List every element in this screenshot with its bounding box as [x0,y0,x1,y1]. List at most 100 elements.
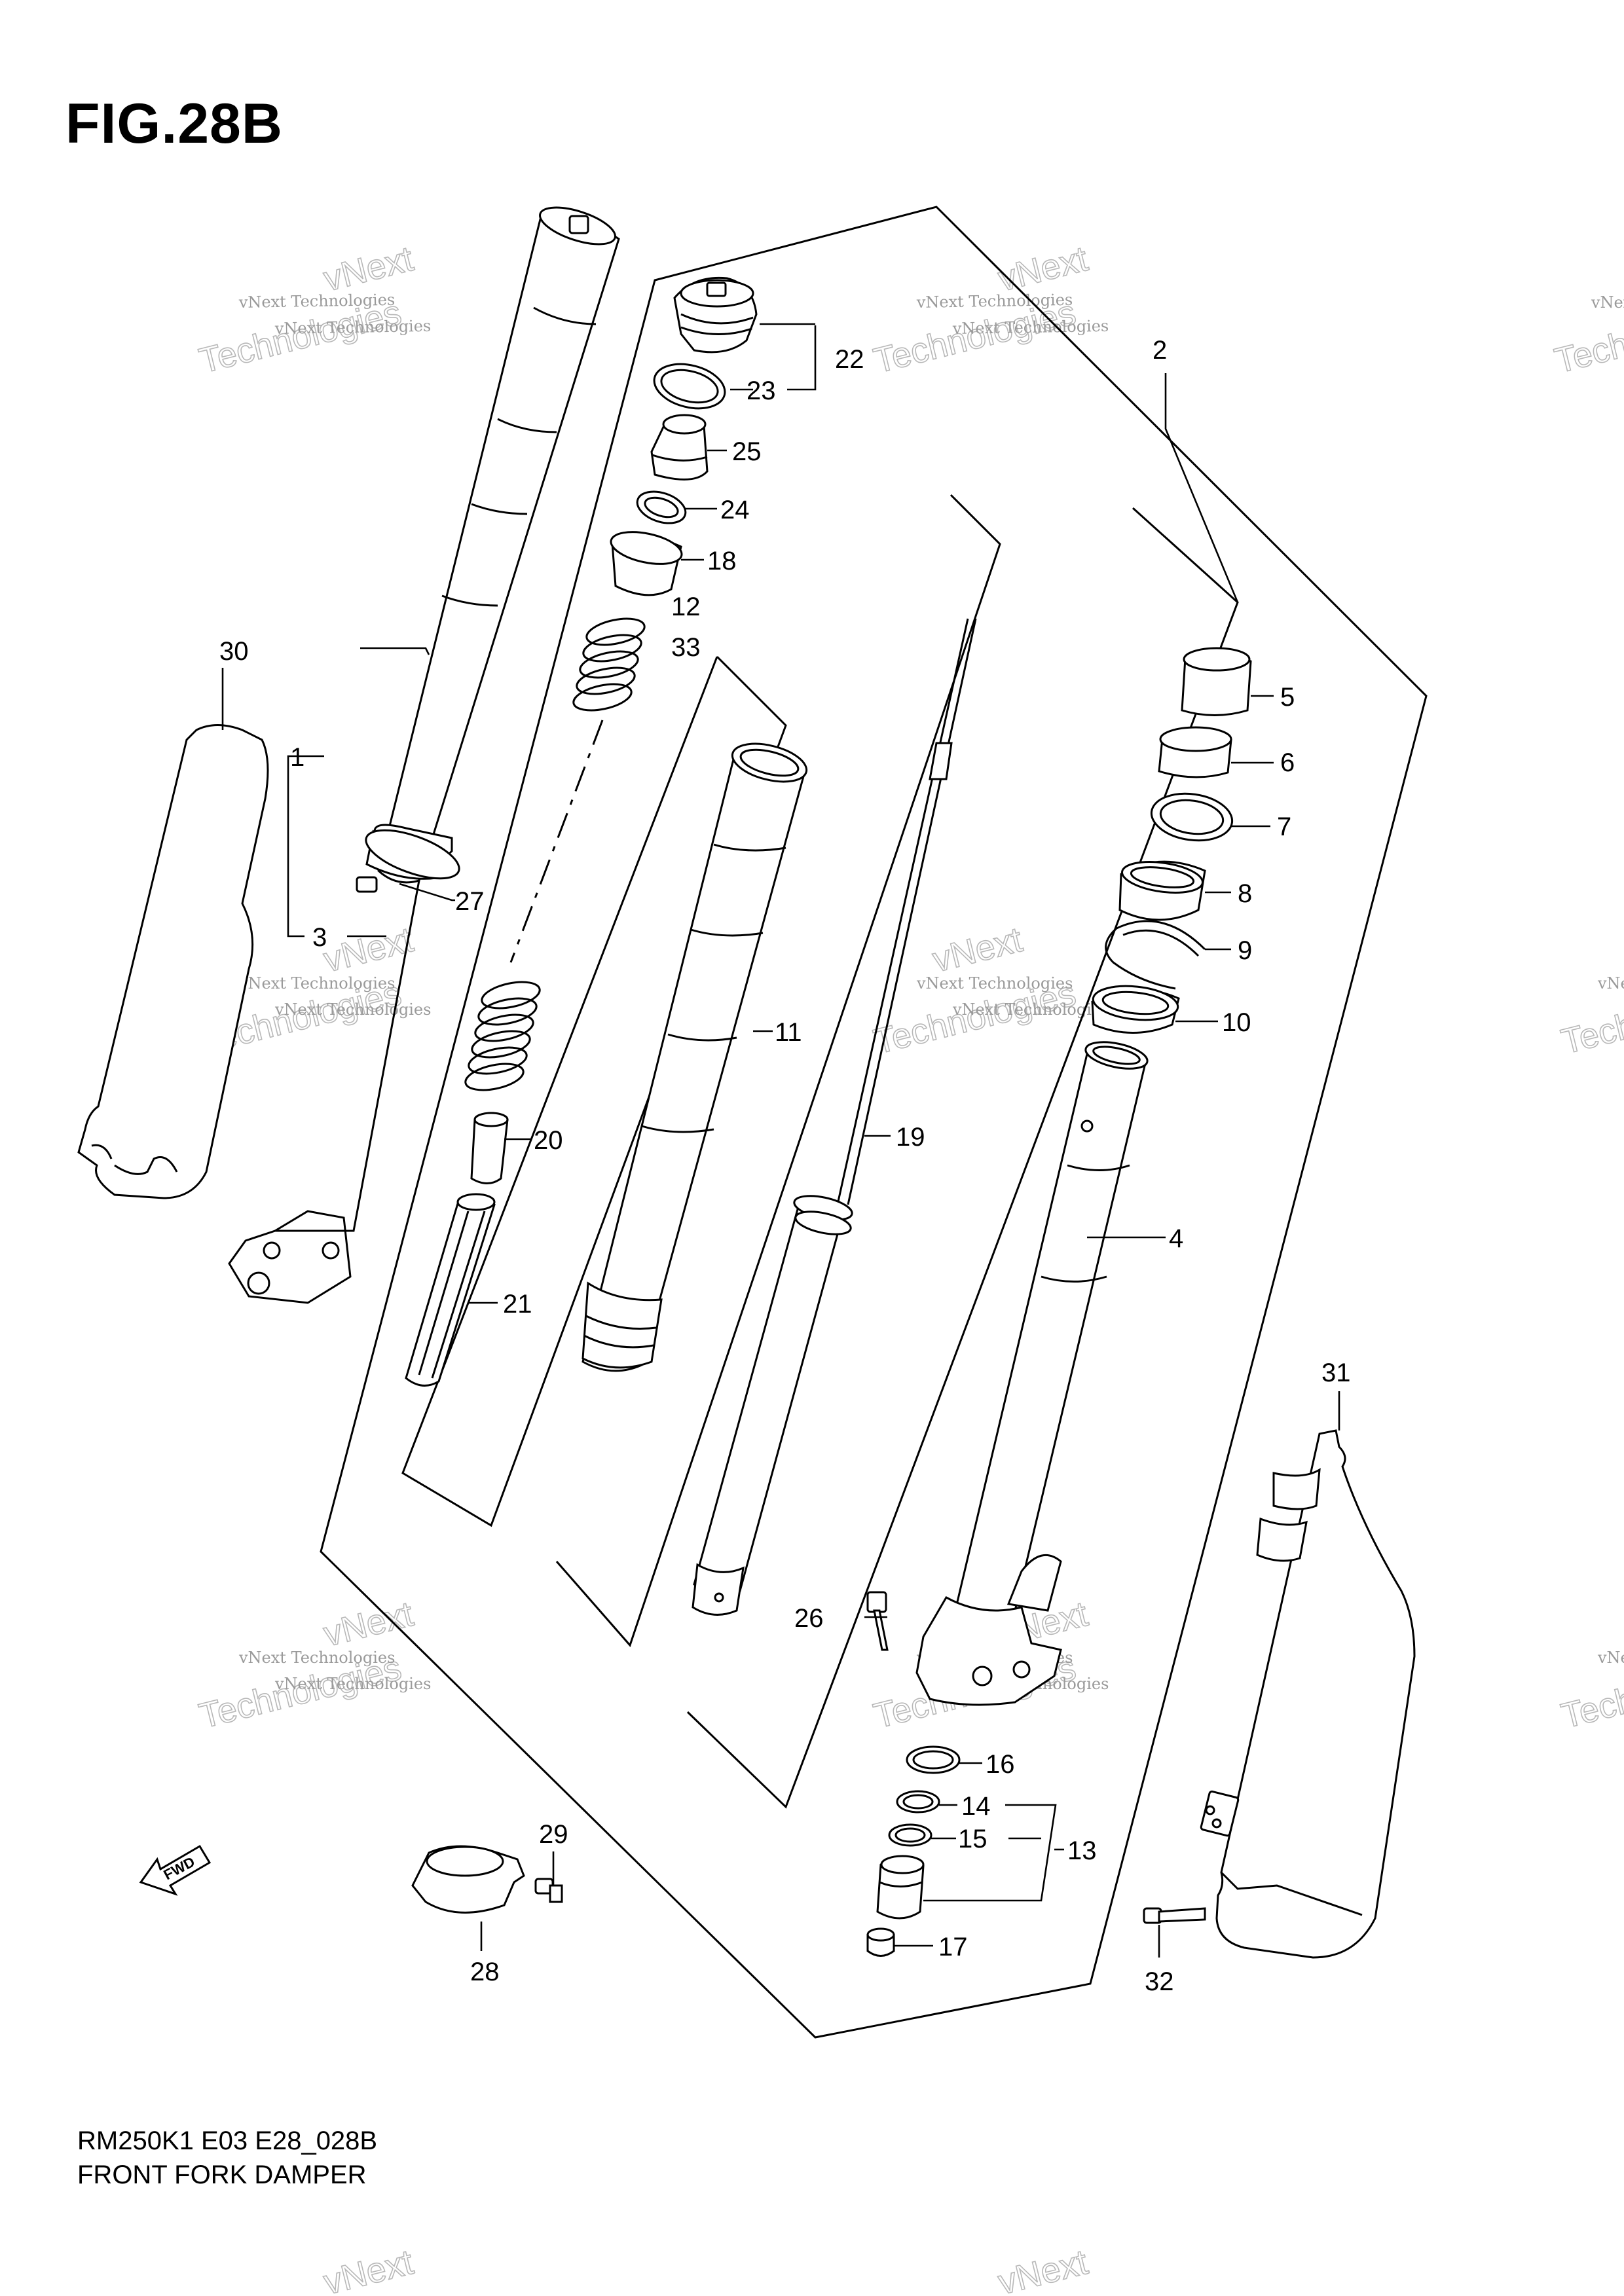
callout-29: 29 [539,1820,568,1849]
watermark-corner-text: vNext [994,239,1091,299]
callout-12: 12 [671,592,701,621]
watermark-small-text: vNext Technologies [274,317,432,338]
watermark-mid-right: Technologies vNext [1557,973,1624,1062]
callout-25: 25 [732,437,762,466]
part-27-clamp [356,829,460,893]
callout-11: 11 [775,1018,802,1047]
part-30-fork-guard-left [77,724,269,1199]
watermark-top-left: Technologies vNext vNext Technologies vN… [195,238,432,381]
watermark-small-text: vNext Technologies [916,974,1073,993]
part-19-damper-rod [692,618,977,1616]
watermark-small-text: vNext Technologies [274,1675,431,1693]
callout-9: 9 [1238,936,1252,965]
callout-28: 28 [470,1958,500,1986]
part-5-bushing [1181,647,1252,716]
callout-33: 33 [671,633,701,662]
brake-caliper-lug [1006,1554,1062,1612]
fork-cap-nut [568,215,589,234]
watermark-corner-text: vNext [994,2242,1091,2296]
callout-24: 24 [720,496,750,524]
part-26-bolt [866,1591,889,1651]
callout-4: 4 [1169,1224,1183,1253]
figure-name: FRONT FORK DAMPER [77,2160,367,2189]
part-21-guide [405,1193,496,1387]
assembly-outline [320,206,1428,2039]
part-13-base-valve [876,1855,925,1920]
watermark-small-text: vNext Technologies [916,291,1073,312]
part-16-o-ring [906,1745,961,1774]
callout-21: 21 [503,1290,532,1319]
watermark-low-left: Technologies vNext vNext Technologies vN… [195,1594,432,1736]
watermark-small-text: vNext Technologies [238,291,396,312]
watermark-layer: Technologies vNext vNext Technologies vN… [195,238,1624,2296]
callout-19: 19 [896,1123,925,1152]
callout-23: 23 [747,376,776,405]
watermark-low-right: Technologies vNext [1557,1647,1624,1736]
part-17-cap-bolt [866,1927,895,1957]
spring-centerline [509,720,604,963]
part-33-spring-top [572,617,646,712]
callout-16: 16 [986,1750,1015,1779]
callout-20: 20 [534,1126,563,1155]
spring-group-outline [401,655,787,1527]
part-9-stopper-ring [1105,920,1206,990]
callout-32: 32 [1145,1967,1174,1996]
callout-18: 18 [707,547,737,575]
callout-31: 31 [1321,1358,1351,1387]
watermark-small-text: vNext Technologies [238,974,395,993]
callout-15: 15 [958,1825,987,1853]
callout-7: 7 [1277,812,1291,841]
watermark-corner-text: vNext [320,2242,416,2296]
part-20-spacer [470,1112,509,1184]
watermark-top-right: Technologies vNext [1551,292,1624,381]
callout-5: 5 [1280,683,1295,712]
callout-6: 6 [1280,748,1295,777]
watermark-corner-text: vNext [1597,974,1624,993]
callout-26: 26 [794,1604,824,1633]
outer-tube-group-outline [686,507,1239,1809]
part-4-outer-tube [915,1041,1149,1706]
cartridge-group-outline [555,494,1001,1647]
callout-27: 27 [455,887,485,916]
part-10-dust-seal [1091,985,1180,1034]
figure-code: RM250K1 E03 E28_028B [77,2126,378,2155]
part-15-washer [888,1823,932,1847]
part-22-top-cap [673,276,758,354]
fwd-direction-arrow[interactable]: FWD [139,1844,212,1896]
part-28-clamp [411,1845,525,1914]
callout-10: 10 [1222,1008,1251,1037]
callout-14: 14 [961,1792,991,1821]
watermark-small-text: vNext Technologies [238,1649,395,1667]
figure-title: FIG.28B [65,92,283,155]
part-8-oil-seal [1118,860,1206,921]
part-25-stopper [650,414,709,481]
part-23-o-ring [653,363,726,410]
callout-8: 8 [1238,879,1252,908]
watermark-corner-text: vNext [1597,1649,1624,1667]
callout-13: 13 [1067,1836,1097,1865]
part-24-washer [636,490,687,524]
callout-3: 3 [312,923,327,952]
watermark-corner-text: vNext [320,239,416,299]
lower-axle-bracket [915,1595,1062,1706]
part-14-washer [896,1790,940,1813]
part-18-collar [610,531,683,596]
part-31-fork-guard-right [1200,1429,1416,1959]
callout-17: 17 [938,1933,968,1961]
watermark-corner-text: vNext [929,920,1025,980]
part-spring-lower [464,981,541,1091]
part-29-bolt [534,1878,563,1903]
part-6-bushing [1158,726,1232,778]
callout-1: 1 [290,743,304,772]
watermark-small-text: vNext Technologies [274,1000,431,1019]
watermark-bottom-edge: vNext vNext [320,2242,1092,2296]
watermark-corner-text: vNext [1591,293,1624,312]
leader-lines [221,323,1340,1958]
part-7-washer [1150,792,1234,842]
callout-30: 30 [219,637,249,666]
part-32-bolt [1143,1907,1206,1924]
watermark-small-text: vNext Technologies [952,317,1109,338]
callout-2: 2 [1153,336,1167,365]
